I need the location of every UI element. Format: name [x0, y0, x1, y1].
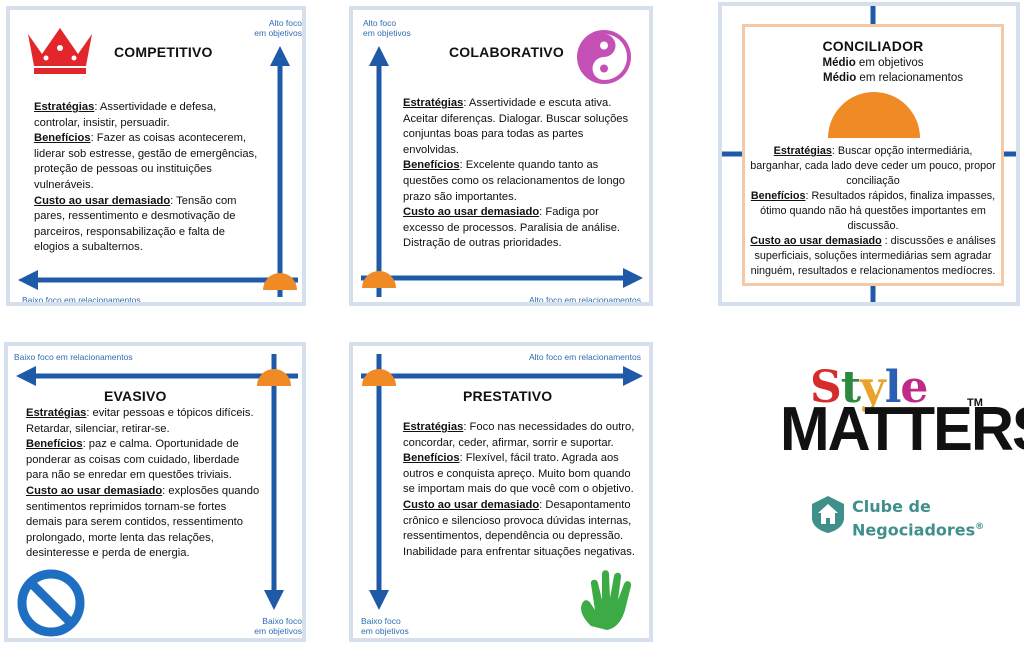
panel-title: EVASIVO — [104, 388, 167, 404]
axes-prestativo — [361, 354, 643, 610]
beneficios-label: Benefícios — [750, 190, 806, 202]
beneficios-label: Benefícios — [403, 159, 460, 172]
crown-icon — [28, 28, 92, 74]
axes-evasivo — [16, 354, 298, 610]
half-sun-icon — [828, 92, 920, 138]
estrategias-label: Estratégias — [403, 421, 464, 433]
panel-body: Estratégias: evitar pessoas e tópicos di… — [26, 407, 260, 560]
clube-negociadores-logo: Clube de Negociadores® — [852, 497, 985, 540]
half-circle-marker — [257, 369, 291, 386]
estrategias-label: Estratégias — [403, 97, 464, 109]
panel-body: Estratégias: Assertividade e escuta ativ… — [403, 97, 629, 250]
estrategias-label: Estratégias — [773, 145, 832, 157]
panel-body: Estratégias: Assertividade e defesa, con… — [34, 101, 258, 254]
beneficios-label: Benefícios — [34, 132, 91, 145]
open-hand-icon — [581, 570, 632, 630]
axis-label-top: Alto foco em relacionamentos — [529, 352, 641, 362]
style-letter: S — [810, 362, 842, 413]
style-letter: l — [884, 362, 902, 413]
panel-title: COMPETITIVO — [114, 44, 213, 60]
axes-competitivo — [18, 46, 298, 297]
custo-label: Custo ao usar demasiado — [403, 498, 540, 511]
style-letter: t — [840, 362, 861, 413]
beneficios-label: Benefícios — [403, 452, 460, 465]
style-logo-word: Style — [810, 366, 928, 410]
axes-colaborativo — [361, 46, 643, 297]
panel-body: Estratégias: Foco nas necessidades do ou… — [403, 421, 635, 558]
custo-label: Custo ao usar demasiado — [750, 235, 882, 247]
panel-body: Estratégias: Buscar opção intermediária,… — [750, 145, 996, 277]
conciliador-subtitle: Médio em objetivos Médio em relacionamen… — [822, 57, 963, 84]
beneficios-label: Benefícios — [26, 438, 83, 451]
estrategias-label: Estratégias — [34, 101, 95, 113]
style-letter: y — [860, 362, 886, 413]
panel-conciliador: CONCILIADOR Médio em objetivos Médio em … — [718, 2, 1020, 306]
half-circle-marker — [362, 271, 396, 288]
custo-label: Custo ao usar demasiado — [34, 194, 171, 207]
custo-label: Custo ao usar demasiado — [403, 206, 540, 219]
estrategias-label: Estratégias — [26, 407, 87, 419]
custo-label: Custo ao usar demasiado — [26, 484, 163, 497]
axis-label-top: Baixo foco em relacionamentos — [14, 352, 133, 362]
half-circle-marker — [263, 273, 297, 290]
conciliador-box — [742, 24, 1004, 286]
axis-label-bottom: Baixo foco em relacionamentos — [22, 295, 141, 305]
panel-evasivo: Baixo foco em relacionamentos Baixo foco… — [4, 342, 306, 642]
style-letter: e — [900, 362, 928, 413]
yin-yang-icon — [577, 30, 631, 84]
no-sign-icon — [17, 569, 85, 637]
panel-title: COLABORATIVO — [449, 44, 564, 60]
panel-title: CONCILIADOR — [822, 38, 924, 54]
matters-logo-word: MATTERS — [780, 395, 1024, 464]
panel-title: PRESTATIVO — [463, 388, 553, 404]
axis-label-bottom: Alto foco em relacionamentos — [529, 295, 641, 305]
house-shield-icon — [812, 496, 844, 533]
trademark: TM — [967, 397, 983, 409]
half-circle-marker — [362, 369, 396, 386]
